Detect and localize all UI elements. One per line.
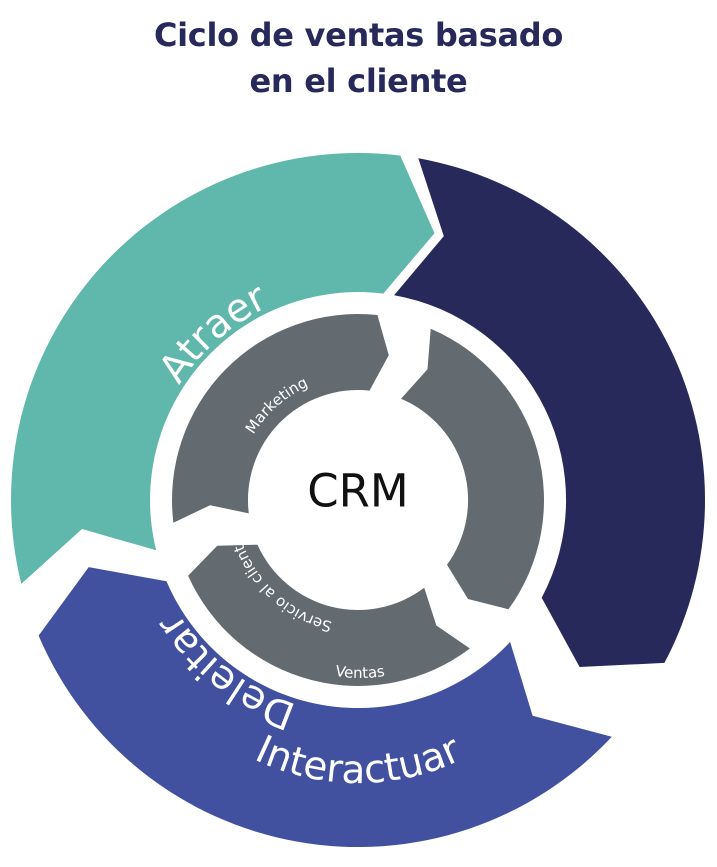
servicio-arc	[172, 313, 389, 523]
interactuar-arc	[38, 567, 612, 848]
page-title-line-1: Ciclo de ventas basado	[153, 16, 564, 54]
outer-ring	[11, 153, 706, 848]
atraer-arc	[394, 158, 706, 668]
ventas-label: Ventas	[334, 662, 386, 682]
marketing-arc	[401, 328, 544, 610]
deleitar-arc	[11, 153, 435, 584]
inner-ring	[172, 313, 544, 686]
page-title-line-2: en el cliente	[249, 62, 468, 100]
ventas-label-path: Ventas	[334, 662, 386, 682]
page-title: Ciclo de ventas basado en el cliente	[0, 12, 717, 104]
crm-label: CRM	[307, 465, 409, 518]
ventas-arc	[188, 544, 470, 686]
